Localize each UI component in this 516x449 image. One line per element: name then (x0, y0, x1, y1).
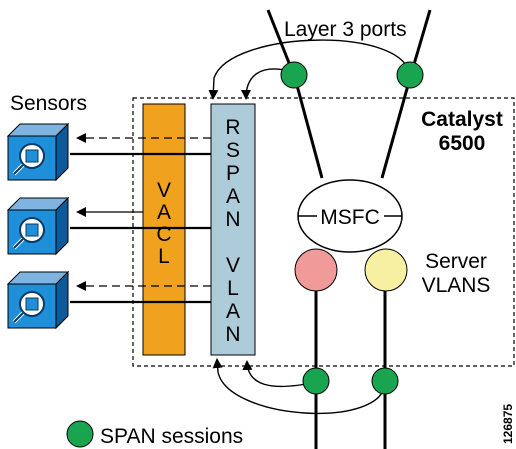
vacl-box (142, 103, 186, 356)
rspan-letter: R (225, 116, 240, 139)
rspan-letter: N (225, 323, 240, 346)
figure-id: 126875 (501, 404, 515, 444)
rspan-letter: P (226, 162, 240, 185)
server-vlans-label-line1: Server (425, 250, 487, 273)
sensor-icon (6, 270, 70, 330)
vacl-letters: V A C L (156, 179, 171, 268)
red-vlan-circle (294, 248, 338, 292)
vacl-letter: A (157, 201, 171, 224)
sensor-links (70, 133, 211, 304)
msfc-label: MSFC (320, 206, 380, 229)
rspan-letter: S (226, 139, 240, 162)
vacl-letter: V (157, 179, 171, 202)
rspan-vlan-box (210, 103, 256, 356)
vacl-letter: C (156, 223, 171, 246)
rspan-letter: N (225, 208, 240, 231)
span-arrows-bottom (212, 358, 386, 415)
rspan-letter: V (226, 254, 240, 277)
span-arrows-top (208, 39, 411, 100)
rspan-letter: A (226, 185, 240, 208)
span-session-dot (302, 367, 330, 395)
catalyst-chassis-boundary (132, 97, 515, 367)
msfc-router: MSFC (297, 179, 403, 253)
sensor-icon (6, 196, 70, 256)
yellow-vlan-circle (364, 248, 408, 292)
layer3-ports-label: Layer 3 ports (284, 18, 407, 41)
server-vlans-label-line2: VLANS (422, 274, 491, 297)
span-session-circles (280, 61, 424, 395)
sensor-icon (6, 122, 70, 182)
legend-span-dot (66, 420, 94, 448)
span-session-dot (280, 61, 308, 89)
span-session-dot (371, 367, 399, 395)
catalyst-label: Catalyst (421, 108, 503, 131)
rspan-letter: A (226, 300, 240, 323)
vacl-letter: L (158, 245, 170, 268)
rspan-letter: L (227, 277, 239, 300)
legend-label: SPAN sessions (100, 425, 243, 448)
rspan-letters: R S P A N V L A N (225, 116, 240, 346)
span-session-dot (396, 61, 424, 89)
sensors-label: Sensors (10, 92, 87, 115)
catalyst-model-label: 6500 (439, 132, 486, 155)
